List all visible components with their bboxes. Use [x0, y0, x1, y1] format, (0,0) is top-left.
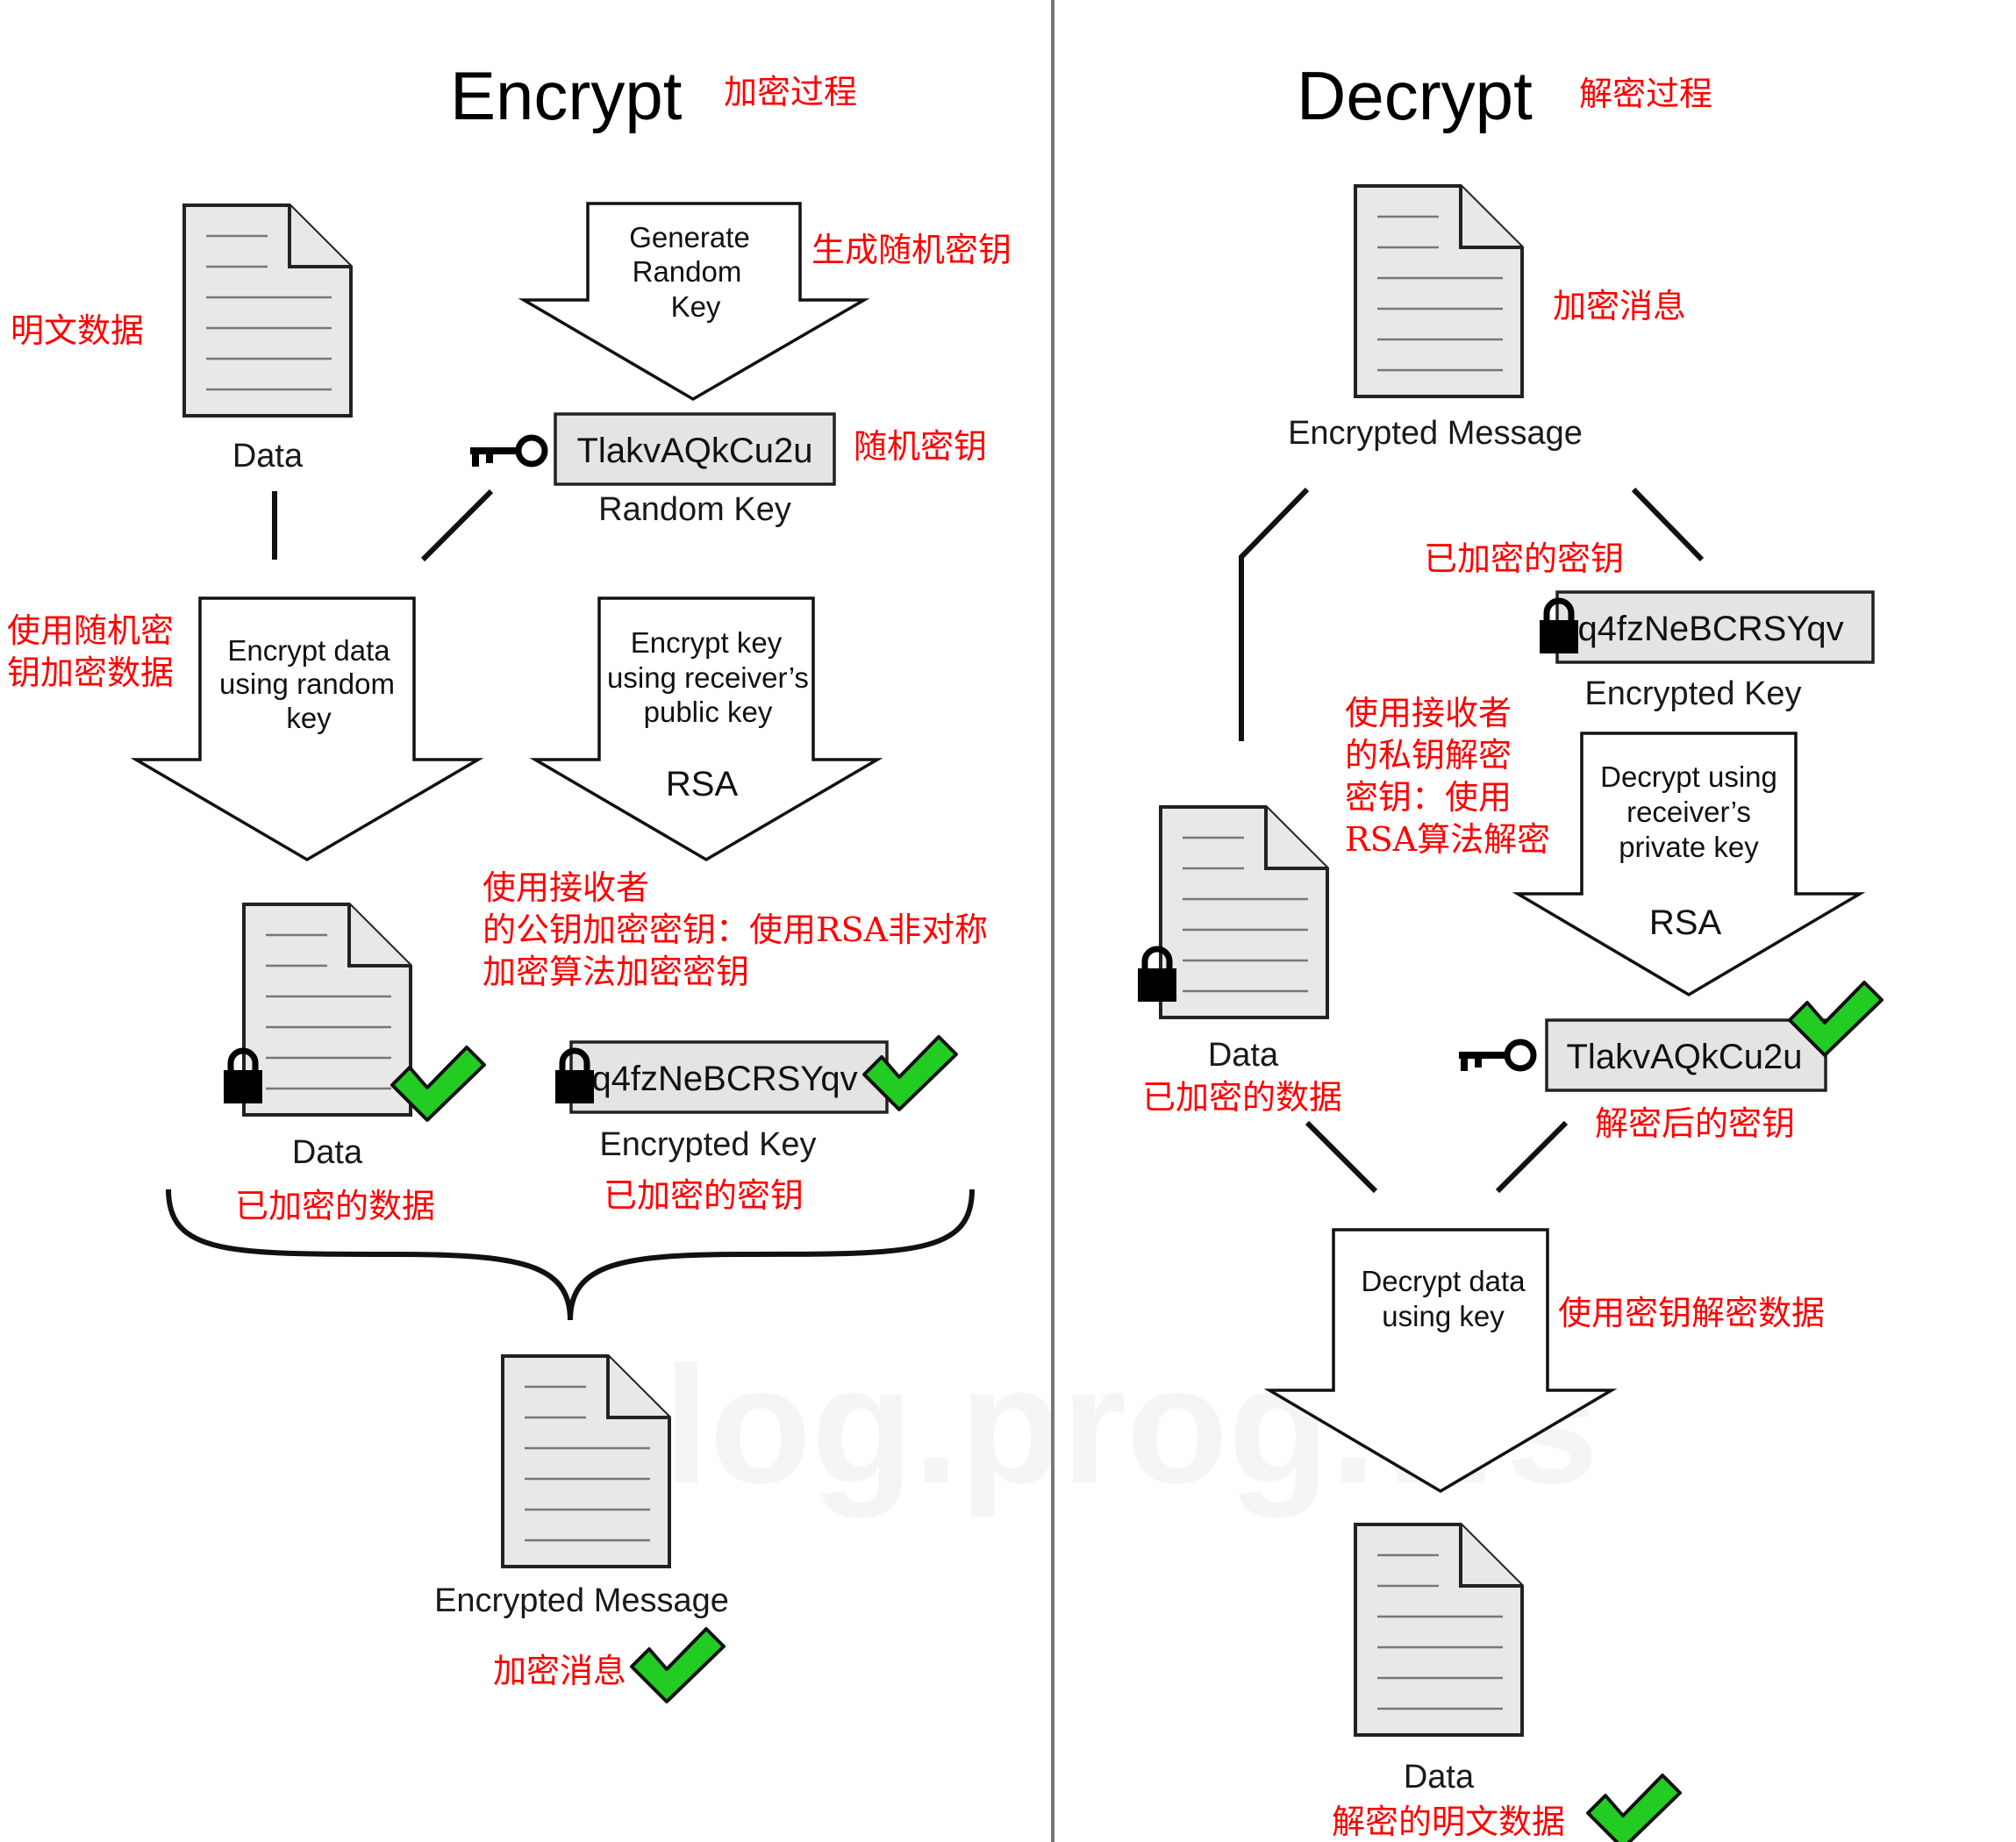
decrypt-key-line-1: Decrypt using: [1600, 760, 1777, 793]
encrypt-data-line-3: key: [286, 702, 332, 734]
decrypt-key-line-3: private key: [1619, 831, 1759, 863]
decrypted-data-label: Data: [1404, 1759, 1475, 1796]
decrypt-data-line-2: using key: [1382, 1300, 1505, 1332]
decrypt-encrypted-data-cn: 已加密的数据: [1142, 1078, 1342, 1117]
generate-arrow-line-1: Generate: [629, 221, 750, 253]
decrypt-data-line-1: Decrypt data: [1361, 1265, 1526, 1297]
decrypt-encrypted-key-box: [1555, 590, 1875, 664]
key-connector: [420, 489, 494, 562]
encrypt-key-algo: RSA: [666, 765, 739, 803]
encrypt-key-arrow: [529, 596, 883, 862]
decrypt-data-arrow: [1263, 1228, 1618, 1494]
decrypt-title-cn: 解密过程: [1579, 75, 1712, 113]
decrypted-key-value: TlakvAQkCu2u: [1567, 1038, 1803, 1076]
random-key-box: [554, 412, 836, 486]
encrypt-key-cn-line-3: 加密算法加密密钥: [483, 953, 749, 991]
encrypt-title: Encrypt: [450, 57, 683, 134]
encrypt-data-arrow: [130, 596, 484, 862]
decrypt-encrypted-key-cn: 已加密的密钥: [1424, 539, 1624, 578]
encrypt-key-line-3: public key: [644, 696, 773, 728]
encrypt-section: Encrypt 加密过程 Data 明文数据 Generate Random K…: [7, 57, 1012, 1703]
decrypt-key-algo: RSA: [1649, 903, 1722, 942]
generate-arrow-line-3: Key: [671, 290, 721, 323]
plain-data-document-icon: [182, 203, 353, 418]
decrypt-encrypted-data-label: Data: [1208, 1037, 1279, 1074]
encrypt-key-cn-line-1: 使用接收者: [483, 868, 649, 907]
encrypt-key-line-1: Encrypt key: [631, 626, 783, 659]
encrypted-message-label: Encrypted Message: [434, 1582, 729, 1619]
encrypted-message-cn: 加密消息: [493, 1652, 626, 1690]
decrypt-encrypted-key-label: Encrypted Key: [1584, 675, 1801, 712]
encrypted-key-value: q4fzNeBCRSYqv: [591, 1060, 857, 1098]
decrypt-key-cn-line-1: 使用接收者: [1345, 694, 1512, 732]
encrypt-data-line-1: Encrypt data: [227, 634, 390, 667]
decrypted-key-icon: [1459, 1042, 1533, 1071]
random-key-icon: [470, 438, 545, 467]
decrypt-key-cn-line-2: 的私钥解密: [1345, 736, 1512, 775]
decrypt-encrypted-data-document-icon: [1159, 805, 1329, 1019]
decrypt-data-cn: 使用密钥解密数据: [1558, 1294, 1825, 1332]
encrypted-key-label: Encrypted Key: [599, 1126, 816, 1163]
decrypt-title: Decrypt: [1297, 57, 1533, 134]
encrypt-data-cn-line-1: 使用随机密: [7, 611, 174, 650]
decrypted-data-cn: 解密的明文数据: [1332, 1803, 1565, 1841]
decrypt-key-cn-line-4: RSA算法解密: [1345, 820, 1550, 859]
encrypted-data-label: Data: [292, 1134, 363, 1171]
random-key-label: Random Key: [598, 491, 791, 528]
message-to-data-connector: [1239, 487, 1310, 741]
plain-data-cn: 明文数据: [11, 311, 144, 350]
encrypted-key-cn: 已加密的密钥: [604, 1176, 804, 1215]
encrypt-key-line-2: using receiver’s: [607, 661, 809, 694]
encrypted-data-cn: 已加密的数据: [235, 1187, 435, 1225]
key-to-decrypt-connector: [1495, 1120, 1569, 1194]
encrypt-title-cn: 加密过程: [724, 73, 857, 111]
decrypt-key-line-2: receiver’s: [1626, 796, 1751, 828]
decrypt-section: Decrypt 解密过程 Encrypted Message 加密消息 已加密的…: [1138, 57, 1884, 1842]
plain-data-label: Data: [232, 438, 304, 475]
encrypted-message-checkmark-icon: [630, 1627, 726, 1703]
decrypt-message-cn: 加密消息: [1553, 287, 1686, 325]
decrypt-message-label: Encrypted Message: [1288, 415, 1583, 452]
message-to-key-connector: [1631, 487, 1705, 562]
encrypt-key-cn-line-2: 的公钥加密密钥：使用RSA非对称: [483, 910, 988, 949]
data-to-decrypt-connector: [1305, 1120, 1378, 1194]
encrypt-data-cn-line-2: 钥加密数据: [7, 653, 174, 692]
generate-arrow-line-2: Random: [633, 255, 742, 288]
decrypt-message-document-icon: [1354, 184, 1524, 398]
random-key-value: TlakvAQkCu2u: [577, 432, 813, 470]
encrypted-data-document-icon: [242, 903, 412, 1117]
decrypt-key-cn-line-3: 密钥：使用: [1345, 778, 1512, 817]
decrypt-key-arrow: [1512, 732, 1866, 997]
generate-key-cn: 生成随机密钥: [811, 231, 1012, 269]
decrypted-data-checkmark-icon: [1586, 1774, 1682, 1842]
decrypt-encrypted-data-lock-icon: [1138, 949, 1176, 1002]
decrypted-data-document-icon: [1354, 1523, 1524, 1737]
generate-key-arrow: [518, 202, 870, 402]
brace-icon: [166, 1189, 975, 1321]
decrypted-key-cn: 解密后的密钥: [1595, 1104, 1795, 1143]
encrypt-data-line-2: using random: [219, 668, 395, 700]
random-key-cn: 随机密钥: [854, 427, 987, 466]
decrypt-encrypted-key-value: q4fzNeBCRSYqv: [1577, 610, 1843, 648]
